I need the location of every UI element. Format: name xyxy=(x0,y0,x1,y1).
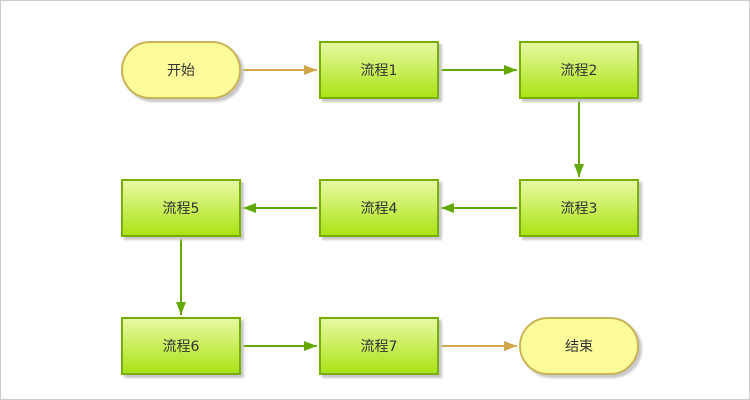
node-end-label: 结束 xyxy=(565,339,593,355)
node-process-5[interactable]: 流程5 xyxy=(121,179,241,237)
node-process-5-label: 流程5 xyxy=(162,201,200,217)
node-process-4-label: 流程4 xyxy=(360,201,398,217)
node-process-3[interactable]: 流程3 xyxy=(519,179,639,237)
node-process-1[interactable]: 流程1 xyxy=(319,41,439,99)
node-process-3-label: 流程3 xyxy=(560,201,598,217)
node-process-2[interactable]: 流程2 xyxy=(519,41,639,99)
node-process-4[interactable]: 流程4 xyxy=(319,179,439,237)
node-process-7-label: 流程7 xyxy=(360,339,398,355)
node-process-7[interactable]: 流程7 xyxy=(319,317,439,375)
node-end[interactable]: 结束 xyxy=(519,317,639,375)
node-process-6[interactable]: 流程6 xyxy=(121,317,241,375)
node-start-label: 开始 xyxy=(167,63,195,79)
node-start[interactable]: 开始 xyxy=(121,41,241,99)
node-process-2-label: 流程2 xyxy=(560,63,598,79)
node-process-1-label: 流程1 xyxy=(360,63,398,79)
node-process-6-label: 流程6 xyxy=(162,339,200,355)
